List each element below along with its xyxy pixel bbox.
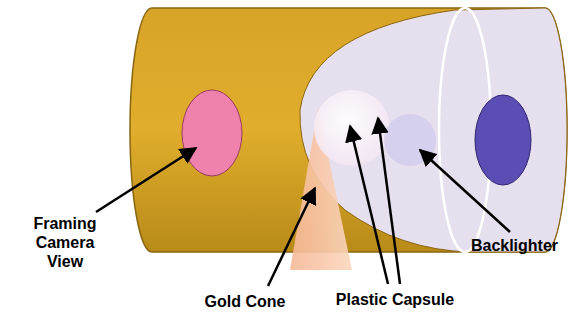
- leader-line: [268, 188, 315, 286]
- leader-line: [378, 118, 400, 284]
- camera-window: [182, 90, 242, 176]
- backlighter-window: [475, 95, 531, 185]
- part-label: Gold Cone: [190, 292, 300, 311]
- leader-line: [420, 150, 510, 232]
- part-label: Framing Camera View: [20, 214, 110, 271]
- part-label: Plastic Capsule: [320, 290, 470, 309]
- part-label: Backlighter: [452, 236, 577, 255]
- leader-line: [96, 148, 196, 212]
- gold-cylinder: [130, 8, 567, 252]
